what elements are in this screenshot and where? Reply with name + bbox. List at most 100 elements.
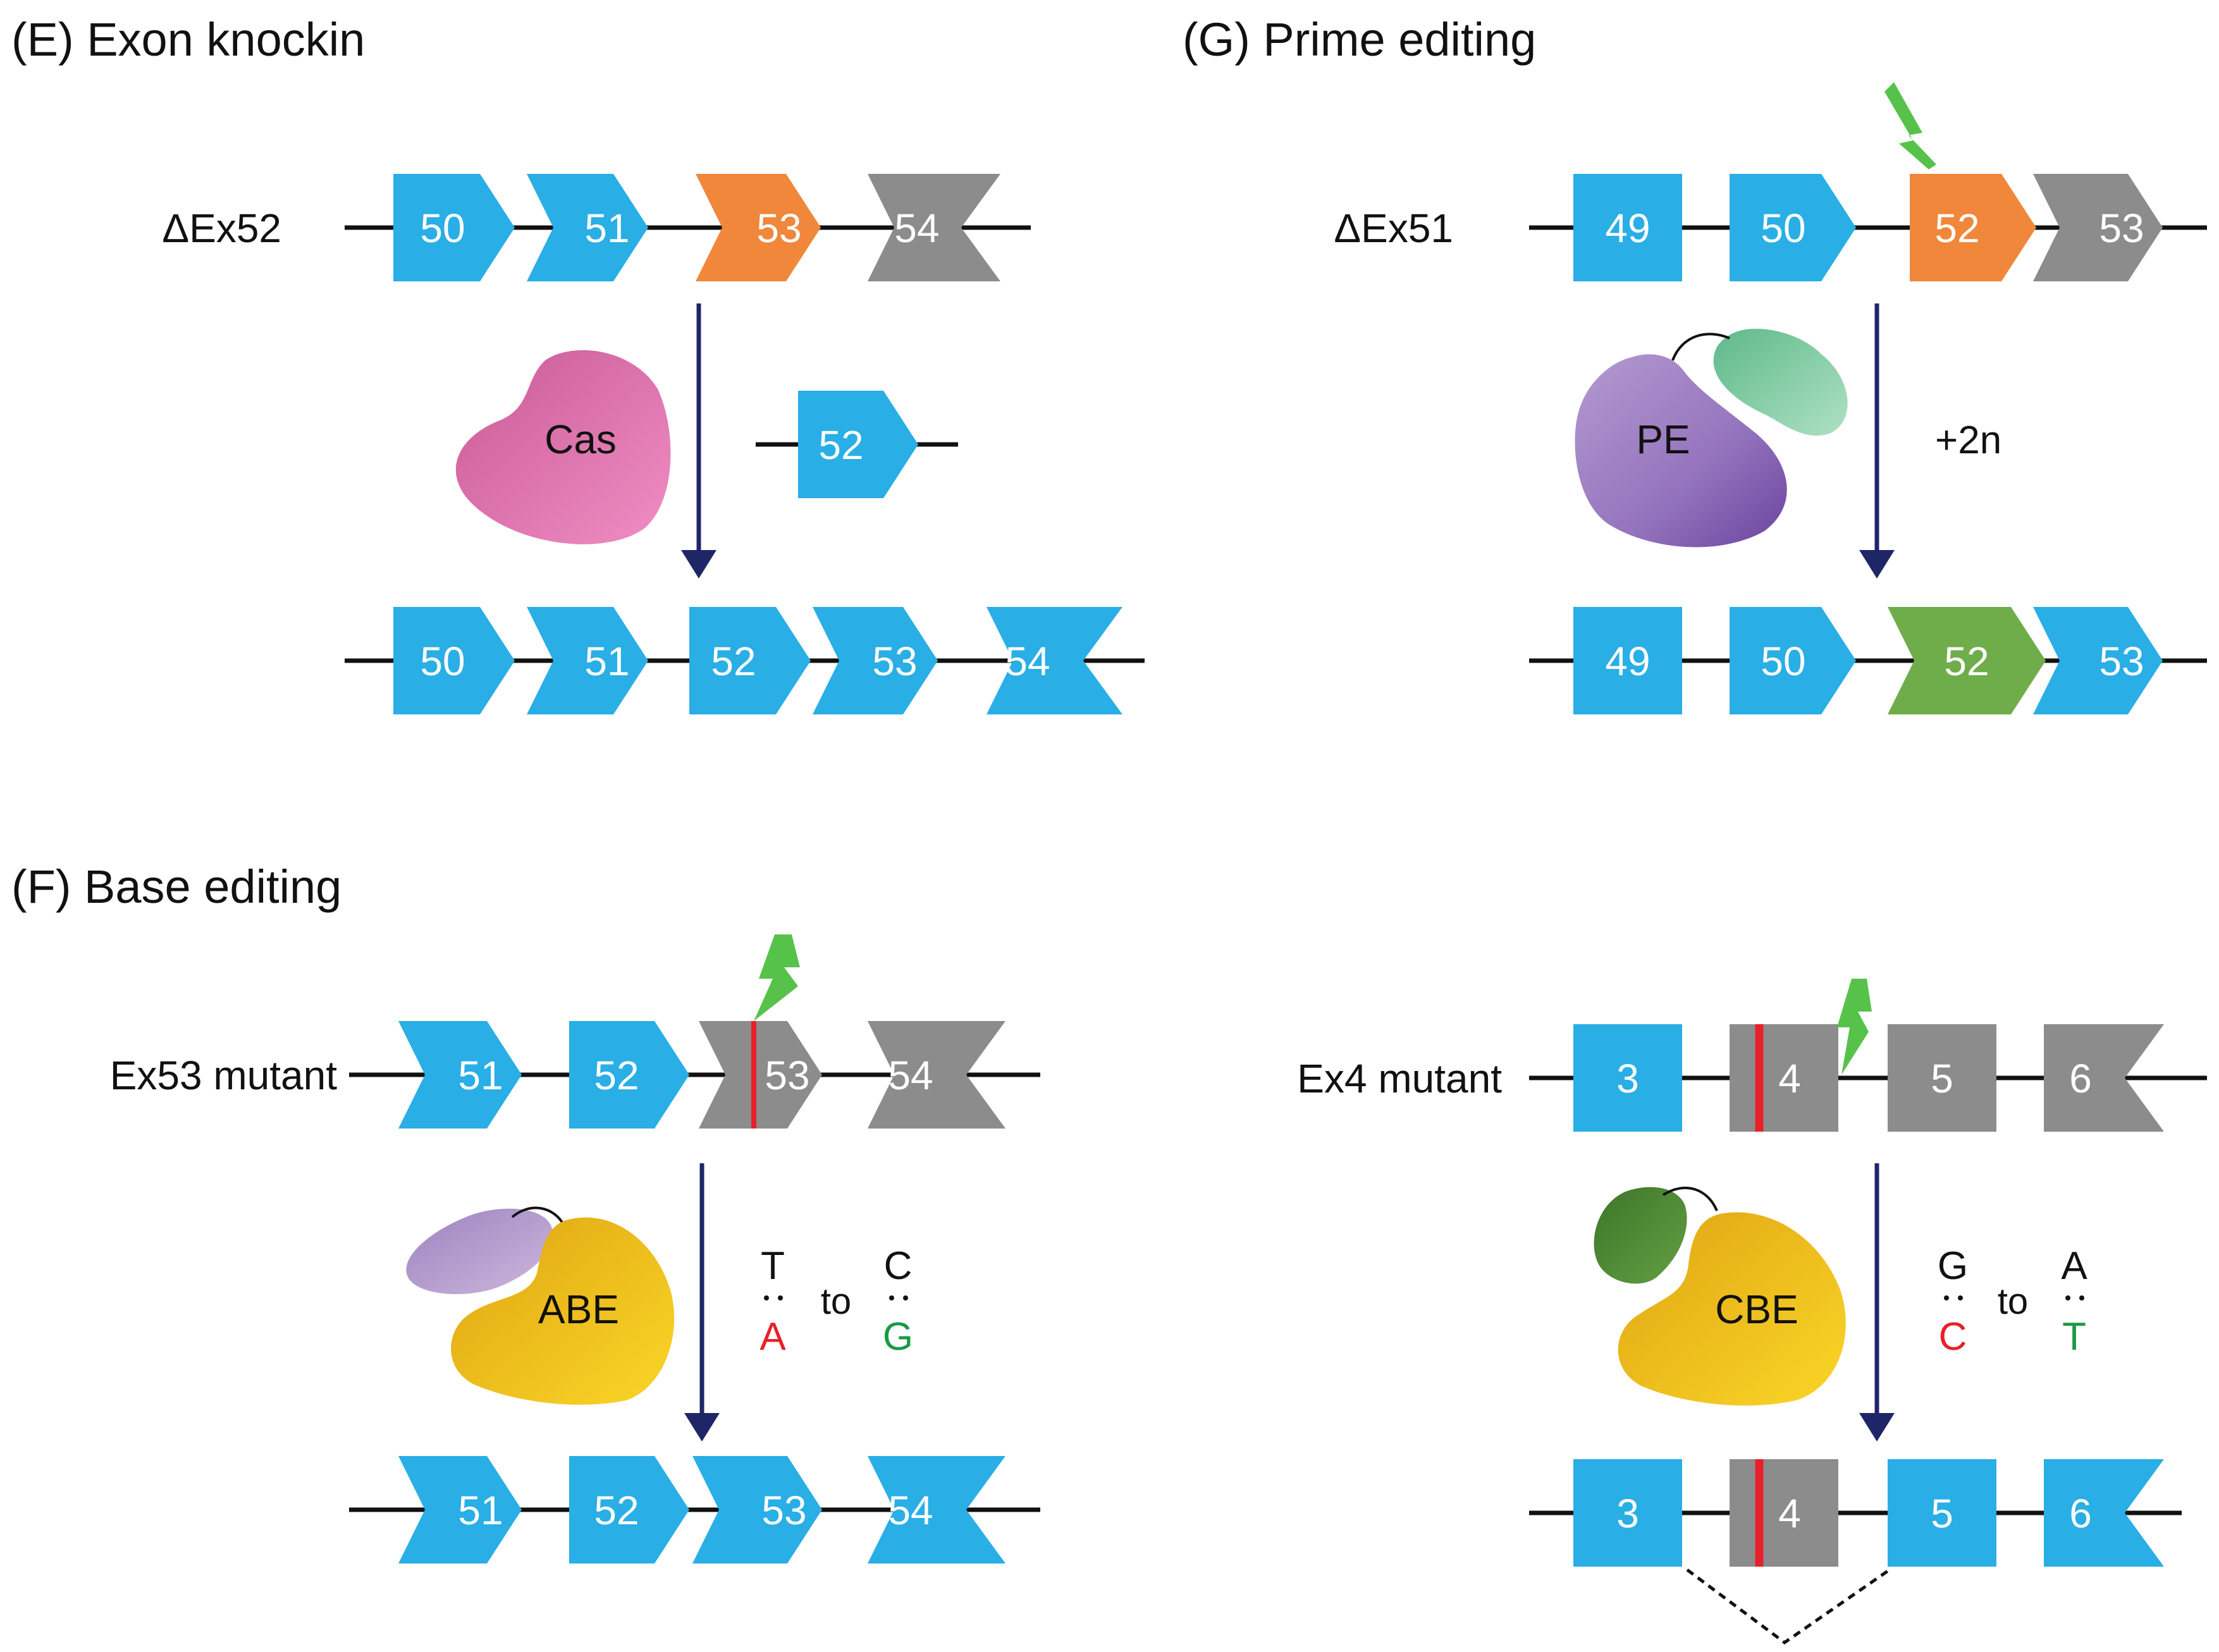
exon-block bbox=[798, 391, 918, 498]
panel-g-bottom-exon-row: 49 50 52 53 bbox=[1573, 607, 2163, 714]
exon-number-label: 52 bbox=[594, 1488, 639, 1533]
lightning-bolt-icon bbox=[1837, 979, 1872, 1075]
pe-label: PE bbox=[1636, 417, 1690, 462]
cas-label: Cas bbox=[544, 417, 617, 462]
exon-block bbox=[569, 1021, 689, 1129]
exon-number-label: 53 bbox=[2099, 205, 2144, 251]
exon-number-label: 6 bbox=[2069, 1491, 2092, 1536]
exon-number-label: 50 bbox=[420, 205, 465, 251]
exon-block bbox=[1573, 1024, 1682, 1132]
exon-number-label: 50 bbox=[1761, 205, 1805, 251]
exon-block bbox=[393, 607, 515, 714]
exon-number-label: 51 bbox=[458, 1488, 503, 1533]
exon-block bbox=[527, 174, 648, 281]
base-from-top: G bbox=[1938, 1244, 1968, 1288]
panel-g-row-label: ΔEx51 bbox=[1334, 205, 1453, 251]
cbe-linker bbox=[1662, 1186, 1718, 1211]
exon-block bbox=[398, 1456, 522, 1563]
exon-block bbox=[689, 607, 811, 714]
exon-block bbox=[2044, 1459, 2164, 1567]
exon-number-label: 51 bbox=[458, 1053, 503, 1098]
panel-e-arrow-head bbox=[681, 550, 716, 578]
exon-block bbox=[1910, 174, 2036, 281]
pe-protein-icon bbox=[1575, 354, 1787, 548]
abe-base-change: T A to C G bbox=[759, 1244, 913, 1359]
exon-block bbox=[1573, 174, 1682, 281]
exon-skip-splice-line bbox=[1686, 1568, 1891, 1645]
cbe-base-change: G C to A T bbox=[1938, 1244, 2087, 1359]
abe-row-label: Ex53 mutant bbox=[110, 1053, 338, 1098]
exon-block bbox=[2044, 1024, 2164, 1132]
pair-dot bbox=[889, 1295, 894, 1300]
exon-number-label: 49 bbox=[1605, 205, 1650, 251]
pair-dot bbox=[1944, 1295, 1949, 1300]
exon-block bbox=[813, 607, 938, 714]
abe-label: ABE bbox=[538, 1287, 619, 1332]
base-from-bottom: A bbox=[759, 1315, 786, 1359]
exon-number-label: 52 bbox=[1944, 639, 1989, 684]
panel-e-title: (E) Exon knockin bbox=[11, 13, 365, 66]
exon-number-label: 52 bbox=[594, 1053, 639, 1098]
exon-number-label: 49 bbox=[1605, 639, 1650, 684]
exon-block bbox=[699, 1021, 822, 1129]
cas-protein-icon bbox=[455, 350, 671, 544]
abe-protein-icon bbox=[451, 1217, 675, 1405]
exon-number-label: 53 bbox=[756, 205, 801, 251]
exon-number-label: 4 bbox=[1778, 1056, 1801, 1101]
exon-block bbox=[1573, 1459, 1682, 1567]
pair-dot bbox=[2079, 1295, 2084, 1300]
exon-number-label: 54 bbox=[888, 1488, 933, 1533]
abe-subpanel: Ex53 mutant 51 52 53 54 ABE T A to C G bbox=[110, 934, 1040, 1563]
exon-block bbox=[1730, 607, 1856, 714]
abe-linker bbox=[511, 1206, 564, 1225]
pair-dot bbox=[778, 1295, 783, 1300]
cbe-label: CBE bbox=[1715, 1287, 1798, 1332]
cbe-deaminase-icon bbox=[1594, 1187, 1687, 1284]
abe-arrow-head bbox=[684, 1413, 720, 1441]
exon-block bbox=[398, 1021, 522, 1129]
exon-block bbox=[1888, 607, 2046, 714]
cbe-arrow-head bbox=[1859, 1413, 1895, 1441]
base-to-word: to bbox=[821, 1281, 851, 1322]
exon-block bbox=[2033, 607, 2163, 714]
exon-block bbox=[527, 607, 648, 714]
exon-number-label: 5 bbox=[1931, 1491, 1953, 1536]
panel-e-row-label: ΔEx52 bbox=[162, 205, 281, 251]
edit-insertion-label: +2n bbox=[1935, 419, 2001, 462]
exon-block bbox=[696, 174, 821, 281]
base-to-top: A bbox=[2061, 1244, 2087, 1288]
exon-block bbox=[868, 1456, 1005, 1563]
exon-block bbox=[692, 1456, 822, 1563]
exon-number-label: 52 bbox=[818, 422, 863, 468]
pair-dot bbox=[903, 1295, 908, 1300]
exon-block bbox=[1888, 1024, 1996, 1132]
exon-number-label: 53 bbox=[872, 639, 917, 684]
exon-number-label: 53 bbox=[2099, 639, 2144, 684]
exon-number-label: 50 bbox=[1761, 639, 1805, 684]
exon-number-label: 51 bbox=[584, 205, 629, 251]
base-to-top: C bbox=[884, 1244, 913, 1288]
exon-number-label: 3 bbox=[1616, 1056, 1639, 1101]
exon-block bbox=[868, 174, 1000, 281]
exon-number-label: 53 bbox=[765, 1053, 809, 1098]
abe-top-exon-row: 51 52 53 54 bbox=[398, 1021, 1005, 1129]
lightning-bolt-icon bbox=[754, 934, 800, 1021]
exon-block bbox=[1573, 607, 1682, 714]
exon-block bbox=[868, 1021, 1005, 1129]
base-to-bottom: G bbox=[883, 1315, 913, 1359]
exon-number-label: 3 bbox=[1616, 1491, 1639, 1536]
cbe-protein-icon bbox=[1618, 1212, 1846, 1406]
donor-exon-template: 52 bbox=[798, 391, 918, 498]
exon-number-label: 51 bbox=[584, 639, 629, 684]
exon-number-label: 54 bbox=[888, 1053, 933, 1098]
exon-number-label: 52 bbox=[711, 639, 756, 684]
exon-block bbox=[1730, 174, 1856, 281]
pe-linker bbox=[1671, 333, 1730, 361]
lightning-bolt-icon bbox=[1884, 82, 1936, 169]
